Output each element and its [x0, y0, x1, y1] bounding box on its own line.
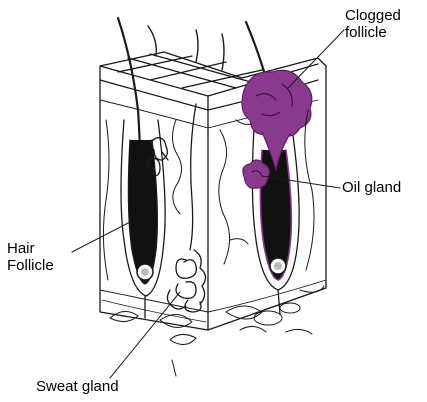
label-hair-line-2: Follicle: [7, 257, 54, 274]
hair-follicle-left: [121, 120, 165, 318]
oil-gland-right: [243, 160, 269, 188]
label-oil-gland: Oil gland: [342, 179, 401, 196]
clogged-follicle-plug: [236, 70, 312, 170]
label-clogged-line-2: follicle: [345, 24, 401, 41]
label-sweat-gland: Sweat gland: [36, 378, 119, 395]
label-hair-follicle: Hair Follicle: [7, 240, 54, 274]
label-clogged-follicle: Clogged follicle: [345, 7, 401, 41]
label-oil-gland-text: Oil gland: [342, 179, 401, 196]
sweat-gland: [167, 104, 205, 312]
label-clogged-line-1: Clogged: [345, 7, 401, 24]
label-hair-line-1: Hair: [7, 240, 54, 257]
label-sweat-gland-text: Sweat gland: [36, 378, 119, 395]
